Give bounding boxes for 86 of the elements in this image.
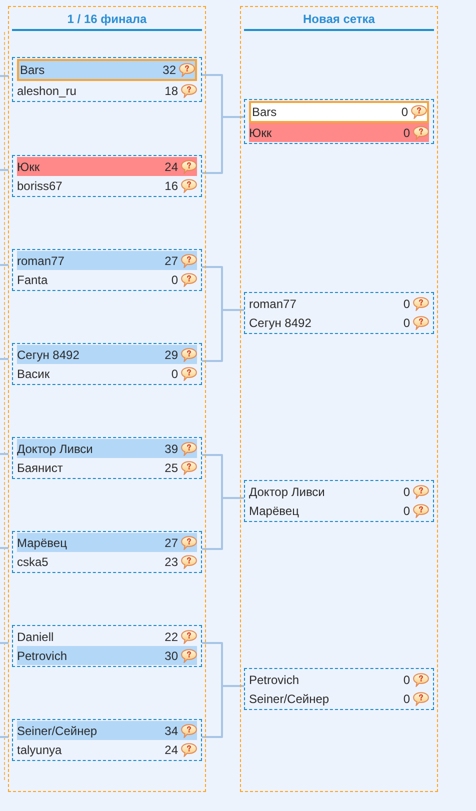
player-name: aleshon_ru: [17, 84, 76, 98]
score-value: 24: [164, 742, 178, 756]
player-name: Сегун 8492: [17, 348, 80, 362]
score-value: 39: [164, 442, 178, 456]
connector-line: [202, 497, 244, 550]
match-box: [244, 668, 434, 710]
player-name: Bars: [20, 63, 45, 77]
score-value: 27: [164, 254, 178, 268]
connector-line: [0, 642, 8, 644]
match-box: [12, 437, 202, 479]
player-name: Васик: [17, 366, 50, 380]
player-name: Petrovich: [249, 672, 300, 686]
player-name: Seiner/Сейнер: [17, 724, 98, 738]
score-value: 32: [162, 63, 176, 77]
player-name: Марёвец: [17, 536, 67, 550]
round-column: [240, 6, 438, 792]
player-row: [249, 101, 429, 123]
player-row: [17, 439, 197, 458]
score-value: 23: [164, 554, 178, 568]
score-value: 22: [164, 630, 178, 644]
player-name: Доктор Ливси: [249, 484, 325, 498]
player-row: [17, 345, 197, 364]
match-box: [12, 719, 202, 761]
score-value: 0: [403, 484, 410, 498]
round-title: 1 / 16 финала: [67, 12, 147, 26]
score-value: 29: [164, 348, 178, 362]
player-name: Petrovich: [17, 648, 68, 662]
match-box: [12, 155, 202, 197]
connector-line: [0, 264, 8, 266]
score-value: 0: [403, 126, 410, 140]
player-name: Баянист: [17, 460, 63, 474]
match-box: [244, 480, 434, 522]
connector-line: [0, 169, 8, 171]
player-name: Daniell: [17, 630, 54, 644]
player-row: [17, 533, 197, 552]
score-value: 0: [171, 272, 178, 286]
connector-line: [0, 75, 8, 77]
score-value: 30: [164, 648, 178, 662]
match-box: [12, 625, 202, 667]
player-row: [17, 251, 197, 270]
player-name: roman77: [249, 296, 296, 310]
connector-line: [0, 453, 8, 455]
score-value: 24: [164, 160, 178, 174]
score-value: 34: [164, 724, 178, 738]
player-name: Bars: [252, 105, 277, 119]
match-box: [12, 343, 202, 385]
player-row: [17, 59, 197, 81]
match-box: [244, 292, 434, 334]
connector-line: [202, 116, 244, 174]
match-box: [12, 57, 202, 102]
player-name: boriss67: [17, 178, 62, 192]
score-value: 0: [403, 504, 410, 518]
score-value: 18: [164, 84, 178, 98]
score-value: 0: [401, 105, 408, 119]
player-row: [17, 721, 197, 740]
player-row: [17, 646, 197, 665]
round-title: Новая сетка: [303, 12, 375, 26]
match-box: [12, 249, 202, 291]
player-name: Seiner/Сейнер: [249, 692, 330, 706]
player-name: cska5: [17, 554, 48, 568]
connector-line: [0, 547, 8, 549]
score-value: 16: [164, 178, 178, 192]
score-value: 27: [164, 536, 178, 550]
player-name: talyunya: [17, 742, 62, 756]
player-name: Сегун 8492: [249, 316, 312, 330]
player-name: Марёвец: [249, 504, 299, 518]
match-box: [244, 99, 434, 144]
score-value: 0: [403, 296, 410, 310]
score-value: 0: [403, 316, 410, 330]
score-value: 0: [403, 672, 410, 686]
player-name: Юкк: [17, 160, 40, 174]
player-row: [249, 123, 429, 142]
player-name: Доктор Ливси: [17, 442, 93, 456]
player-name: roman77: [17, 254, 64, 268]
score-value: 25: [164, 460, 178, 474]
player-name: Fanta: [17, 272, 48, 286]
score-value: 0: [171, 366, 178, 380]
round-column: [8, 6, 206, 792]
connector-line: [0, 736, 8, 738]
connector-line: [202, 685, 244, 738]
score-value: 0: [403, 692, 410, 706]
match-box: [12, 531, 202, 573]
connector-line: [202, 309, 244, 362]
connector-line: [0, 358, 8, 360]
player-name: Юкк: [249, 126, 272, 140]
player-row: [17, 157, 197, 176]
